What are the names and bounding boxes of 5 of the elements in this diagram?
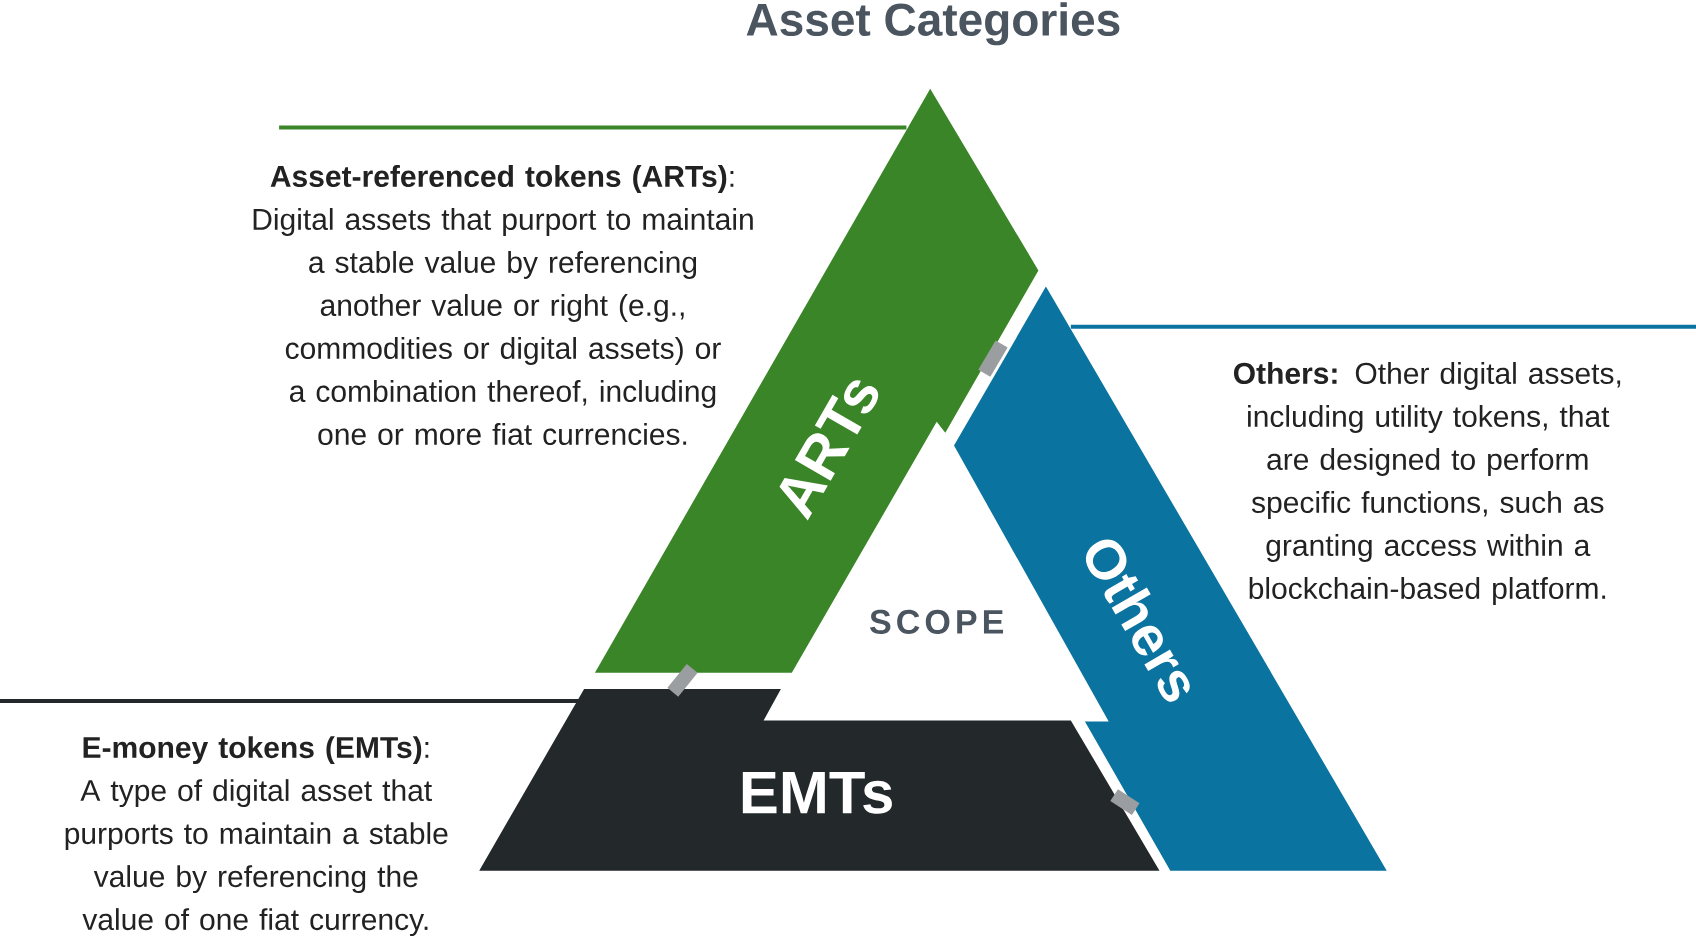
band-joint (667, 664, 698, 697)
description: E-money tokens (EMTs): A type of digital asset that purports to maintain a stable value by referencing the value of one fiat currency. (65, 736, 448, 937)
band-joint (978, 340, 1008, 377)
band-joint (1110, 789, 1140, 815)
title: Asset Categories (746, 2, 1120, 46)
